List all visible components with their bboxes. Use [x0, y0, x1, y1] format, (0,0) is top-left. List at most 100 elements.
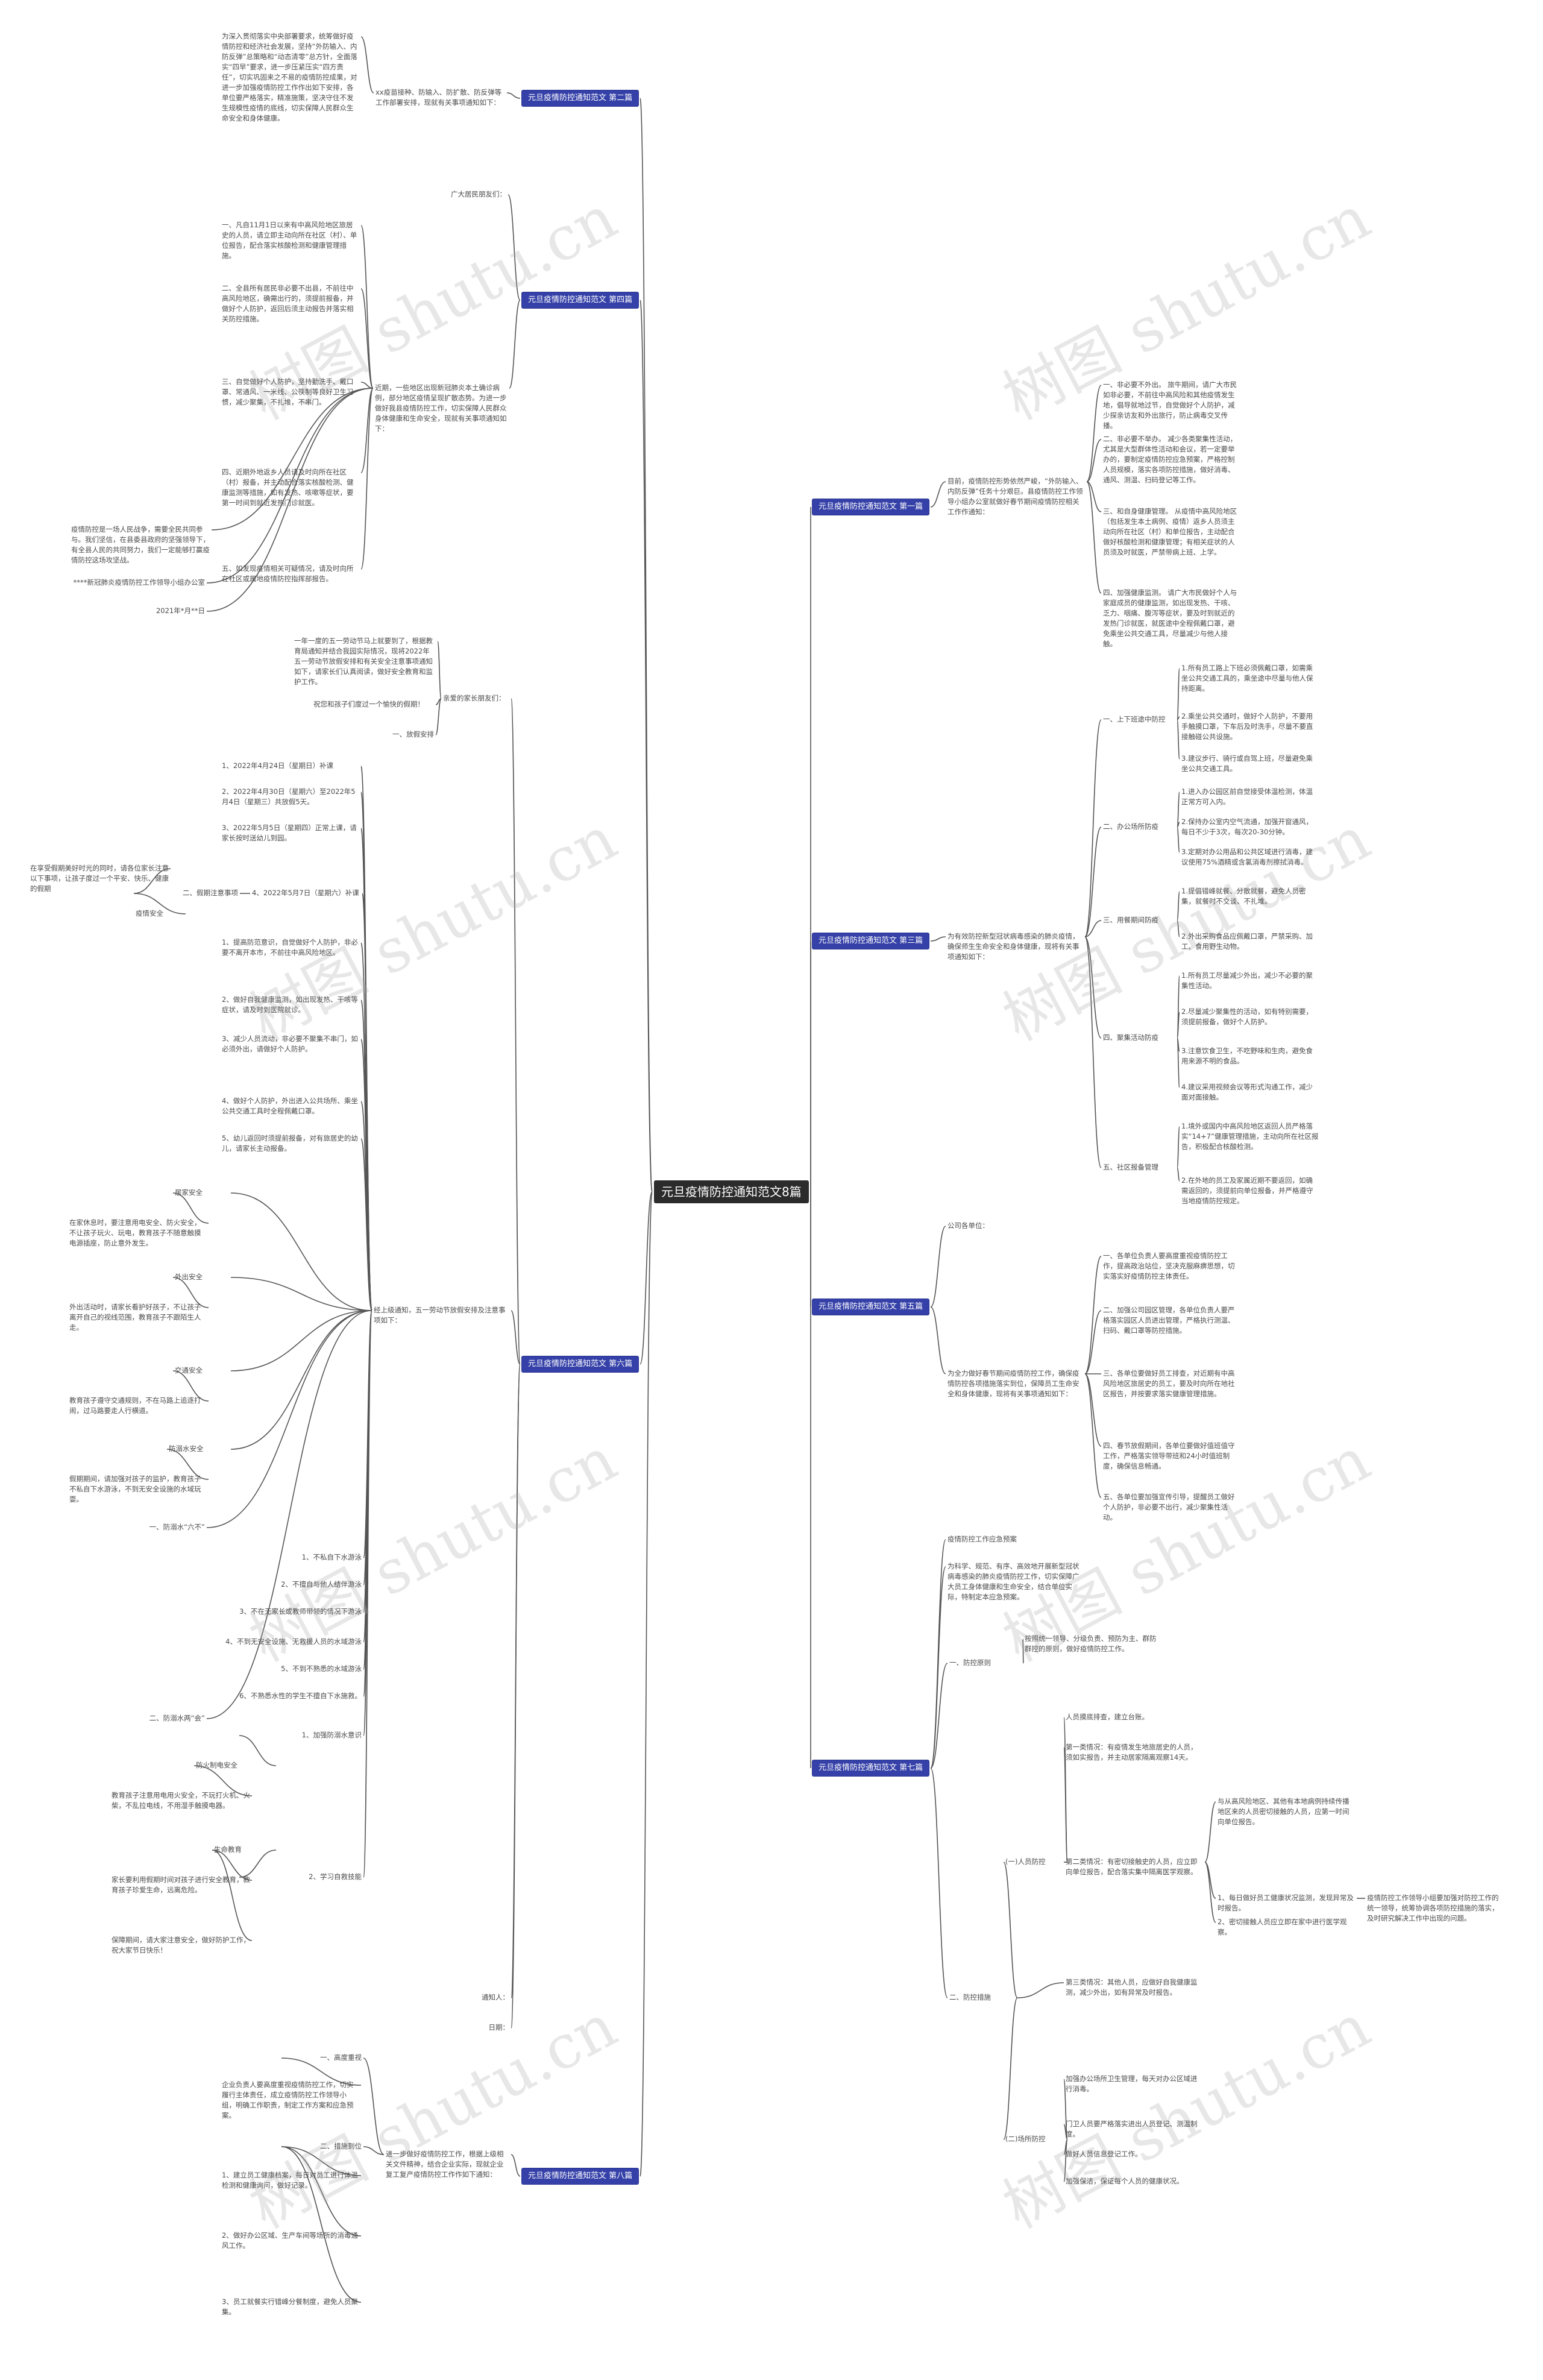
root-topic[interactable]: 元旦疫情防控通知范文8篇 [654, 1180, 809, 1203]
branch-7-far-text: 疫情防控工作领导小组要加强对防控工作的统一领导，统筹协调各项防控措施的落实，及时… [1367, 1894, 1499, 1922]
connector [166, 1449, 209, 1480]
connector [360, 36, 374, 93]
branch-6-rule: 4、不到无安全设施、无救援人员的水域游泳 [225, 1637, 362, 1646]
branch-3-item: 2.尽量减少聚集性的活动，如有特别需要，须提前报备，做好个人防护。 [1181, 1007, 1313, 1026]
branch-4-item: 二、全县所有居民非必要不出县，不前往中高风险地区，确需出行的，须提前报备，并做好… [222, 284, 354, 323]
connector [511, 1310, 521, 1365]
connector [1177, 891, 1180, 921]
branch-3-item: 3.注意饮食卫生，不吃野味和生肉，避免食用来源不明的食品。 [1181, 1047, 1313, 1065]
connector [930, 1768, 948, 1998]
branch-3-group-label: 二、办公场所防疫 [1103, 822, 1158, 831]
branch-7-title[interactable]: 元旦疫情防控通知范文 第七篇 [812, 1760, 929, 1776]
connector [1063, 1747, 1068, 1863]
connector [1084, 1373, 1102, 1447]
branch-6-tip: 5、幼儿返回时须提前报备，对有旅居史的幼儿，请家长主动报备。 [222, 1134, 358, 1153]
connector [640, 1191, 653, 2177]
branch-7-item: 加强办公场所卫生管理，每天对办公区域进行消毒。 [1066, 2074, 1198, 2093]
connector [206, 388, 374, 612]
branch-3-item: 1.所有员工尽量减少外出，减少不必要的聚集性活动。 [1181, 971, 1313, 990]
branch-6-section-4: 二、防溺水两“会” [149, 1714, 205, 1722]
branch-1-title[interactable]: 元旦疫情防控通知范文 第一篇 [812, 499, 929, 515]
branch-6-rule: 5、不到不熟悉的水域游泳 [281, 1664, 362, 1673]
branch-7-sub-1: (一)人员防控 [1005, 1857, 1046, 1866]
connector [640, 1191, 653, 1365]
connector [1177, 1037, 1180, 1088]
branch-8-title[interactable]: 元旦疫情防控通知范文 第八篇 [522, 2168, 639, 2184]
branch-6-tip: 2、做好自我健康监测，如出现发热、干咳等症状，请及时到医院就诊。 [222, 995, 358, 1014]
branch-6-epidemic-note: 在享受假期美好时光的同时，请各位家长注意以下事项，让孩子度过一个平安、快乐、健康… [30, 864, 169, 893]
branch-3-item: 1.境外或国内中高风险地区返回人员严格落实“14+7”健康管理措施，主动向所在社… [1181, 1122, 1319, 1151]
connector [1204, 1801, 1216, 1863]
connector [1177, 668, 1180, 720]
branch-6-intro: 一年一度的五一劳动节马上就要到了，根据教育局通知并结合我园实际情况，现将2022… [294, 637, 433, 686]
branch-6-safety-text: 外出活动时，请家长看护好孩子，不让孩子离开自己的视线范围，教育孩子不跟陌生人走。 [69, 1303, 201, 1332]
connector [1086, 385, 1102, 482]
branch-3-group-label: 三、用餐期间防疫 [1103, 916, 1158, 924]
branch-6-rule: 3、不在无家长或教师带领的情况下游泳 [239, 1607, 362, 1616]
connector [1084, 826, 1102, 937]
connector [1177, 719, 1180, 760]
branch-6-fire-label: 防火制电安全 [196, 1761, 237, 1769]
branch-3-item: 4.建议采用视频会议等形式沟通工作，减少面对面接触。 [1181, 1083, 1313, 1101]
connector [281, 2146, 362, 2176]
connector [1084, 1256, 1102, 1374]
connector [508, 194, 521, 301]
branch-6-schedule: 1、2022年4月24日（星期日）补课 [222, 761, 334, 770]
branch-8-item: 1、建立员工健康档案，每日对员工进行体温检测和健康询问，做好记录。 [222, 2171, 358, 2190]
connector [363, 2146, 385, 2155]
branch-1-item: 三、和自身健康管理。 从疫情中高风险地区（包括发生本土病例、疫情）返乡人员须主动… [1103, 507, 1237, 556]
connector [360, 225, 374, 389]
branch-5-title[interactable]: 元旦疫情防控通知范文 第五篇 [812, 1299, 929, 1315]
connector [172, 1370, 209, 1402]
branch-2-mid-text: xx疫苗接种、防输入、防扩散、防反弹等工作部署安排，现就有关事项通知如下： [376, 88, 502, 107]
branch-7-section-1-text: 按照统一领导、分级负责、预防为主、群防群控的原则，做好疫情防控工作。 [1025, 1634, 1157, 1653]
connector [212, 1850, 253, 1941]
branch-3-item: 3.定期对办公用品和公共区域进行消毒，建议使用75%酒精或含氯消毒剂擦拭消毒。 [1181, 848, 1313, 866]
branch-6-safety-text: 在家休息时，要注意用电安全、防火安全，不让孩子玩火、玩电，教育孩子不随意触摸电源… [69, 1218, 201, 1247]
branch-6-tip: 1、提高防范意识，自觉做好个人防护，非必要不离开本市，不前往中高风险地区。 [222, 938, 358, 957]
connector [435, 698, 442, 735]
connector [1063, 2124, 1068, 2140]
connector [1177, 1167, 1180, 1182]
connector [230, 1192, 372, 1311]
connector [640, 98, 653, 1192]
branch-8-item: 3、员工就餐实行错峰分餐制度，避免人员聚集。 [222, 2297, 358, 2316]
connector [511, 1364, 521, 2029]
branch-6-know: 1、加强防溺水意识 [301, 1731, 362, 1739]
branch-6-rule: 2、不擅自与他人结伴游泳 [281, 1580, 362, 1588]
connector [239, 1735, 277, 1766]
connector [172, 1192, 209, 1224]
branch-3-title[interactable]: 元旦疫情防控通知范文 第三篇 [812, 933, 929, 949]
branch-3-item: 3.建议步行、骑行或自驾上班，尽量避免乘坐公共交通工具。 [1181, 754, 1313, 773]
branch-6-safety-label: 居家安全 [175, 1188, 203, 1197]
branch-4-item: 五、如发现疫情相关可疑情况，请及时向所在社区或属地疫情防控指挥部报告。 [222, 564, 354, 583]
branch-7-item: 加强保洁，保证每个人员的健康状况。 [1066, 2177, 1184, 2185]
connector [206, 388, 374, 584]
branch-6-rule: 6、不熟悉水性的学生不擅自下水施救。 [239, 1692, 362, 1700]
branch-6-safety-label: 交通安全 [175, 1366, 203, 1374]
branch-2-title[interactable]: 元旦疫情防控通知范文 第二篇 [522, 90, 639, 106]
branch-4-date: 2021年*月**日 [156, 606, 205, 615]
connector [360, 388, 374, 570]
branch-4-title[interactable]: 元旦疫情防控通知范文 第四篇 [522, 292, 639, 308]
connector [1017, 1982, 1064, 1998]
branch-4-item: 一、凡自11月1日以来有中高风险地区旅居史的人员，请立即主动向所在社区（村）、单… [222, 221, 357, 260]
connector [230, 1277, 372, 1311]
connector [509, 300, 521, 389]
branch-6-safety-label: 外出安全 [175, 1273, 203, 1281]
connector [1003, 1997, 1018, 2140]
branch-6-safety-text: 教育孩子遵守交通规则，不在马路上追逐打闹，过马路要走人行横道。 [69, 1396, 201, 1415]
connector [511, 698, 521, 1365]
branch-6-rule: 1、不私自下水游泳 [301, 1553, 362, 1561]
connector [1084, 719, 1102, 937]
branch-4-signature: ****新冠肺炎疫情防控工作领导小组办公室 [73, 578, 206, 587]
connector [506, 92, 521, 99]
branch-1-item: 一、非必要不外出。 旅牛期间，请广大市民如非必要，不前往中高风险和其他疫情发生地… [1103, 380, 1237, 430]
connector [1177, 826, 1180, 853]
connector [206, 1310, 372, 1528]
branch-7-intro: 为科学、规范、有序、高效地开展新型冠状病毒感染的肺炎疫情防控工作，切实保障广大员… [947, 1562, 1079, 1601]
connector [1177, 792, 1180, 828]
branch-7-top: 疫情防控工作应急预案 [947, 1535, 1017, 1543]
branch-6-title[interactable]: 元旦疫情防控通知范文 第六篇 [522, 1356, 639, 1372]
